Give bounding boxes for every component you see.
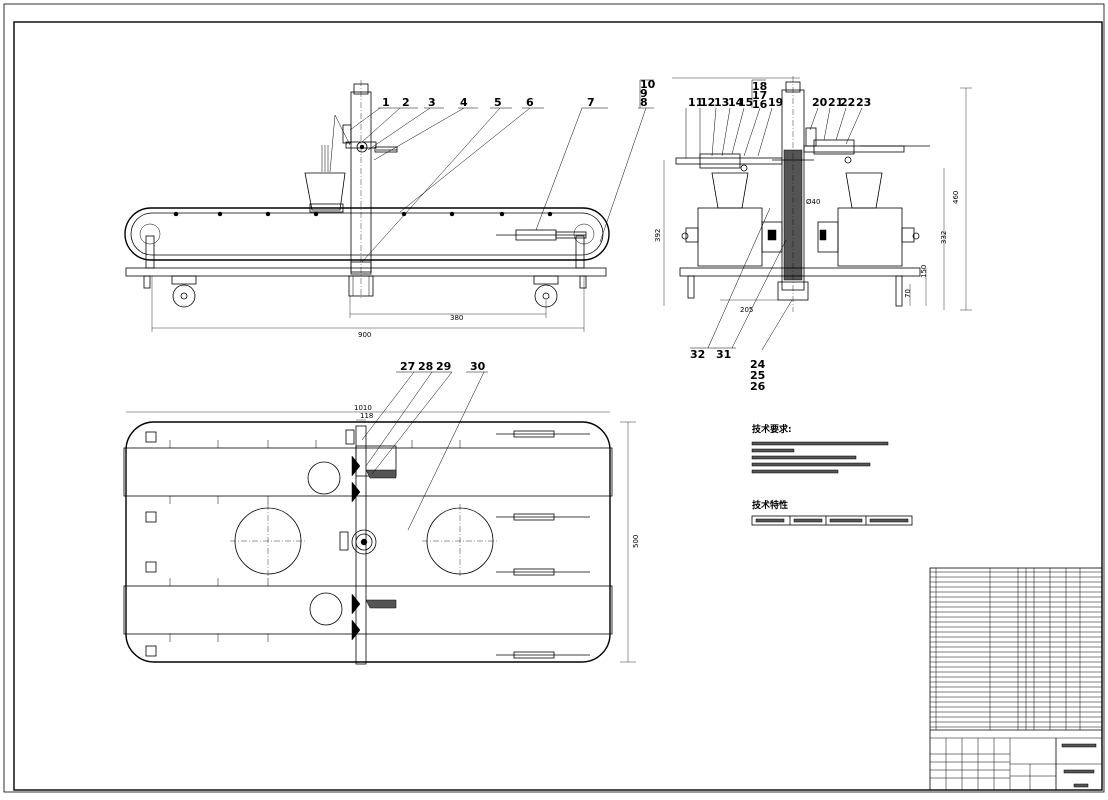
label-15: 15 <box>738 96 753 109</box>
label-5: 5 <box>494 96 502 109</box>
dim-plan-length: 1010 <box>354 404 372 412</box>
dim-side-70: 70 <box>904 289 912 298</box>
label-2: 2 <box>402 96 410 109</box>
label-4: 4 <box>460 96 468 109</box>
plan-view: 1010 118 500 27 28 29 30 <box>123 360 640 665</box>
label-28: 28 <box>418 360 433 373</box>
label-17: 17 <box>752 89 767 102</box>
dim-side-150: 150 <box>920 265 928 278</box>
dim-side-332: 332 <box>940 231 948 244</box>
label-9: 9 <box>640 87 648 100</box>
tech-spec-title: 技术特性 <box>752 499 788 511</box>
label-7: 7 <box>587 96 595 109</box>
label-14: 14 <box>728 96 744 109</box>
notes-block: 技术要求: 技术特性 <box>751 423 913 526</box>
label-16: 16 <box>752 98 768 111</box>
label-6: 6 <box>526 96 534 109</box>
label-11: 11 <box>688 96 703 109</box>
label-22: 22 <box>840 96 855 109</box>
dim-side-392: 392 <box>654 229 662 242</box>
label-12: 12 <box>700 96 715 109</box>
dim-side-460: 460 <box>952 191 960 204</box>
label-24: 24 <box>750 358 766 371</box>
label-26: 26 <box>750 380 766 393</box>
label-8: 8 <box>640 96 648 109</box>
label-10: 10 <box>640 78 656 91</box>
outer-border <box>3 3 1105 793</box>
label-30: 30 <box>470 360 486 373</box>
dim-front-wheelbase: 380 <box>450 314 463 322</box>
label-29: 29 <box>436 360 451 373</box>
label-19: 19 <box>768 96 783 109</box>
label-20: 20 <box>812 96 828 109</box>
label-13: 13 <box>714 96 729 109</box>
dim-side-205: 205 <box>740 306 753 314</box>
label-21: 21 <box>828 96 843 109</box>
label-32: 32 <box>690 348 705 361</box>
label-25: 25 <box>750 369 765 382</box>
dim-front-width: 900 <box>358 331 371 339</box>
front-view: 900 380 1 2 3 4 5 6 7 10 9 8 <box>124 78 656 339</box>
label-18: 18 <box>752 80 767 93</box>
label-1: 1 <box>382 96 390 109</box>
label-31: 31 <box>716 348 731 361</box>
inner-border <box>13 21 1103 791</box>
dim-side-shaft: Ø40 <box>806 198 820 206</box>
dim-plan-width: 500 <box>632 535 640 548</box>
side-view: 460 392 332 150 70 205 Ø40 11 12 13 14 1… <box>654 76 972 393</box>
title-block <box>929 567 1103 791</box>
label-23: 23 <box>856 96 871 109</box>
label-3: 3 <box>428 96 436 109</box>
dim-plan-offset: 118 <box>360 412 373 420</box>
label-27: 27 <box>400 360 415 373</box>
tech-requirements-title: 技术要求: <box>752 423 792 435</box>
